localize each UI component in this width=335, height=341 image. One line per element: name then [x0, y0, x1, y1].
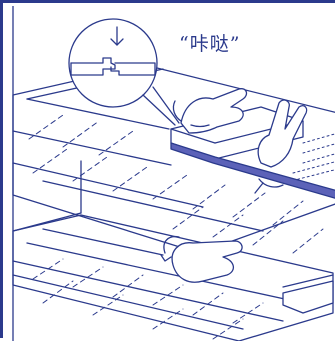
magnifier-detail — [69, 19, 179, 125]
plank-edge-accent — [171, 143, 335, 199]
upper-floor-planks — [13, 65, 335, 253]
lower-floor-planks — [13, 215, 333, 341]
illustration-canvas — [3, 3, 335, 341]
click-sound-label: “咔哒” — [179, 29, 240, 56]
